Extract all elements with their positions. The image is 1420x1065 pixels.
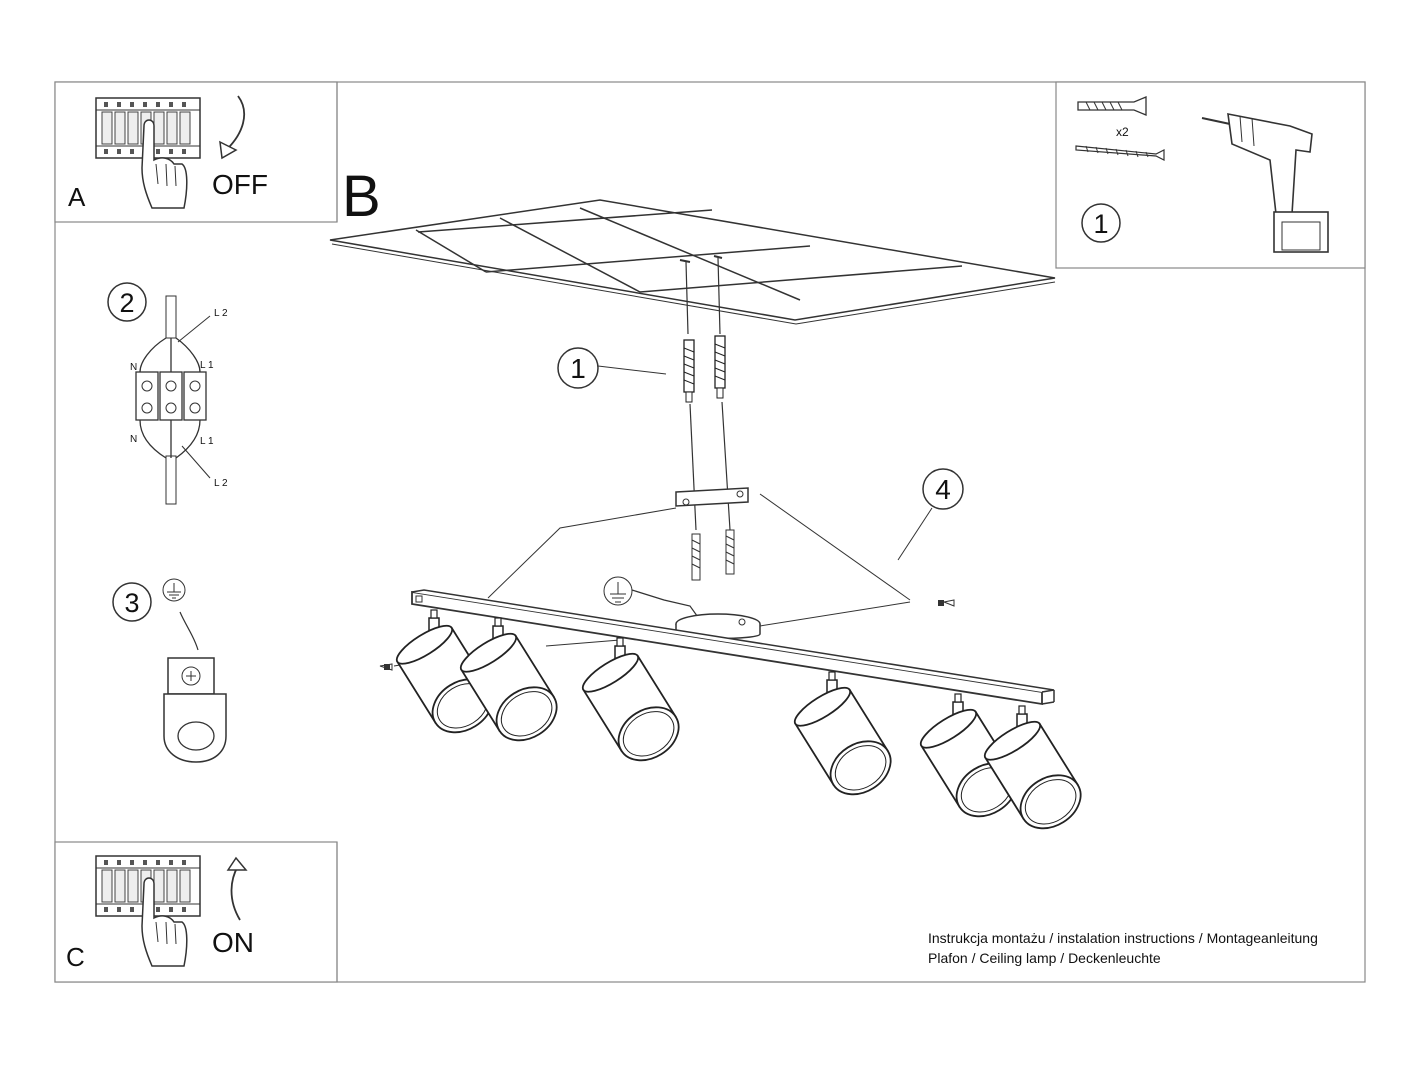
panel-a-letter: A <box>68 182 86 212</box>
footer-subtitle: Plafon / Ceiling lamp / Deckenleuchte <box>928 950 1161 966</box>
panel-c-power-on: C ON <box>54 841 338 983</box>
power-on-label: ON <box>212 927 254 958</box>
wall-plug-icon <box>1077 96 1147 116</box>
panel-c-letter: C <box>66 942 85 972</box>
step-2-wiring-diagram: 2 L 2 L 1 N N L 1 L 2 <box>107 282 228 505</box>
wire-l1-top-label: L 1 <box>200 360 214 371</box>
ground-symbol-icon <box>603 576 701 621</box>
footer-caption: Instrukcja montażu / instalation instruc… <box>928 928 1318 968</box>
quantity-label: x2 <box>1116 125 1129 139</box>
step-3-badge <box>112 582 152 622</box>
step-3-grounding: 3 <box>112 578 227 763</box>
step-1-callout: 1 <box>557 347 667 389</box>
wall-anchor-icon <box>683 335 726 403</box>
wire-l2-top-label: L 2 <box>214 308 228 319</box>
screw-icon <box>1075 145 1165 161</box>
step-4-label: 4 <box>935 474 951 505</box>
step-1-badge: 1 <box>1081 203 1121 243</box>
wire-n-top-label: N <box>130 362 137 373</box>
drill-icon <box>1201 113 1329 253</box>
panel-tools: x2 1 <box>1055 81 1366 269</box>
step-2-badge <box>107 282 147 322</box>
wire-l1-bottom-label: L 1 <box>200 436 214 447</box>
panel-b-letter: B <box>342 164 381 229</box>
ground-symbol-icon <box>162 578 186 602</box>
lamp-bar-icon <box>411 589 1055 706</box>
panel-b-ceiling-mount: B 1 <box>329 164 1092 841</box>
power-off-label: OFF <box>212 169 268 200</box>
arrow-down-icon <box>219 95 246 160</box>
arrow-up-icon <box>226 856 248 921</box>
outer-frame <box>54 81 1366 983</box>
step-3-label: 3 <box>124 588 139 618</box>
wire-l2-bottom-label: L 2 <box>214 478 228 489</box>
ceiling-plate-icon <box>329 199 1056 325</box>
wire-n-bottom-label: N <box>130 434 137 445</box>
footer-title: Instrukcja montażu / instalation instruc… <box>928 930 1318 946</box>
screw-icon <box>691 529 735 581</box>
step-1-label: 1 <box>1093 209 1108 239</box>
panel-a-power-off: A OFF <box>54 81 338 223</box>
step-4-callout: 4 <box>487 468 964 601</box>
ground-clamp-icon <box>163 657 227 763</box>
step-2-label: 2 <box>119 288 134 318</box>
mounting-bracket-icon <box>675 487 749 507</box>
step-1-callout-label: 1 <box>570 353 586 384</box>
terminal-block-icon <box>135 295 211 505</box>
